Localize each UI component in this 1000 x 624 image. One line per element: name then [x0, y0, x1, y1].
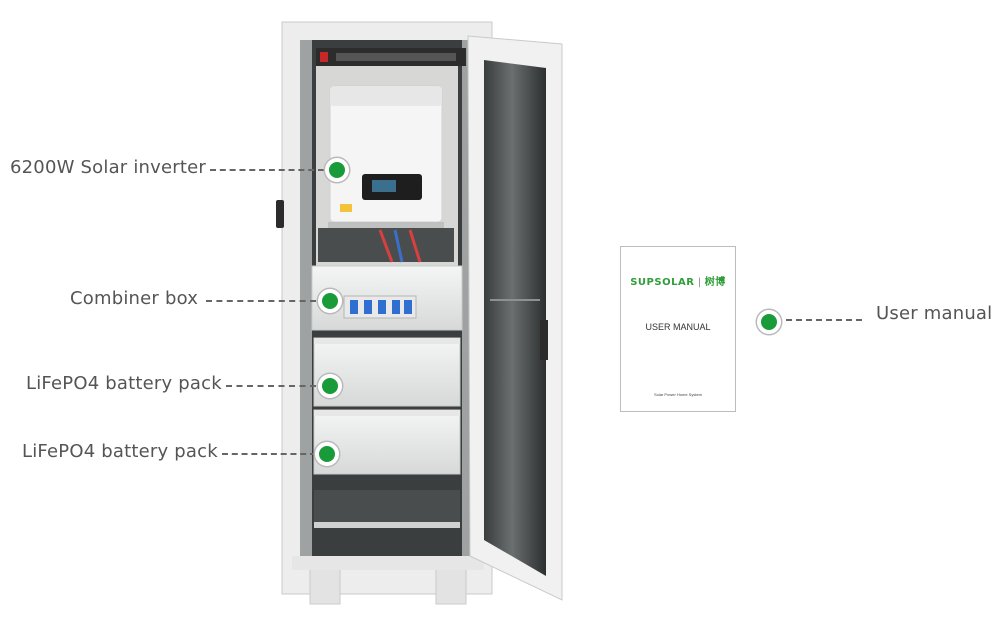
- bottom-shelf: [314, 490, 460, 528]
- manual-brand-logo: SUPSOLAR | 树博: [621, 273, 735, 288]
- manual-brand-separator: |: [697, 277, 702, 288]
- manual-title: USER MANUAL: [645, 322, 711, 332]
- callout-label-inverter: 6200W Solar inverter: [10, 157, 206, 178]
- cabling: [318, 228, 454, 263]
- callout-leader-battery-2: [222, 453, 316, 455]
- solar-inverter: [328, 85, 444, 228]
- callout-leader-combiner: [206, 300, 316, 302]
- callout-leader-battery-1: [226, 385, 316, 387]
- callout-label-battery-2: LiFePO4 battery pack: [22, 441, 218, 462]
- callout-marker-battery-2: [315, 442, 339, 466]
- glass-door: [467, 35, 563, 601]
- manual-brand-name: SUPSOLAR: [630, 277, 695, 288]
- user-manual-booklet: SUPSOLAR | 树博 USER MANUAL Solar Power Ho…: [620, 246, 736, 412]
- power-distribution-strip: [316, 48, 466, 66]
- battery-pack-1: [313, 337, 461, 407]
- callout-label-manual: User manual: [876, 303, 993, 324]
- battery-pack-2: [313, 409, 461, 475]
- callout-marker-battery-1: [318, 374, 342, 398]
- manual-footer: Solar Power Home System: [653, 392, 702, 397]
- callout-leader-inverter: [210, 169, 324, 171]
- callout-leader-manual: [786, 319, 862, 321]
- callout-marker-manual: [757, 310, 781, 334]
- callout-marker-inverter: [325, 158, 349, 182]
- callout-label-battery-1: LiFePO4 battery pack: [26, 373, 222, 394]
- callout-label-combiner: Combiner box: [70, 288, 199, 309]
- callout-marker-combiner: [318, 289, 342, 313]
- manual-brand-cn: 树博: [704, 277, 726, 288]
